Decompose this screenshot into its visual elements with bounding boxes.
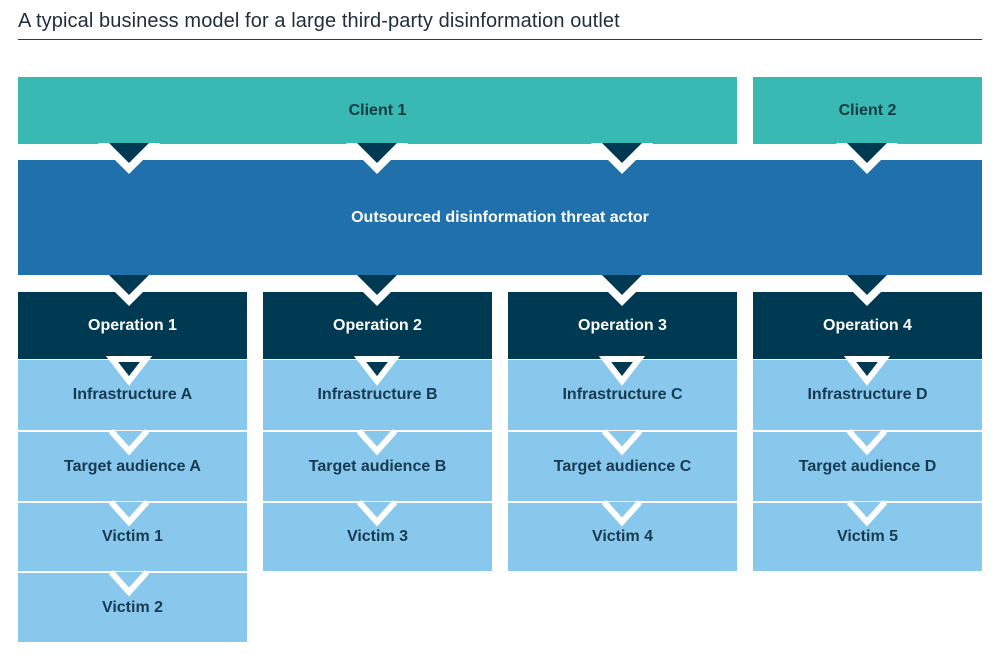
target-audience-c-label: Target audience C bbox=[553, 457, 692, 475]
operation-4-label: Operation 4 bbox=[823, 316, 912, 334]
operation-3-box: Operation 3 bbox=[508, 292, 737, 359]
target-audience-b-label: Target audience B bbox=[308, 457, 447, 475]
infrastructure-a-label: Infrastructure A bbox=[72, 386, 193, 403]
victim-5-label: Victim 5 bbox=[836, 528, 899, 545]
victim-2-box: Victim 2 bbox=[18, 573, 247, 642]
infrastructure-d-box: Infrastructure D bbox=[753, 360, 982, 430]
infrastructure-c-box: Infrastructure C bbox=[508, 360, 737, 430]
client-1-box: Client 1 bbox=[18, 77, 737, 144]
victim-1-box: Victim 1 bbox=[18, 503, 247, 571]
infrastructure-c-label: Infrastructure C bbox=[562, 386, 683, 403]
title-divider bbox=[18, 39, 982, 40]
infrastructure-b-box: Infrastructure B bbox=[263, 360, 492, 430]
target-audience-b-box: Target audience B bbox=[263, 432, 492, 501]
operation-1-label: Operation 1 bbox=[88, 316, 177, 334]
target-audience-c-box: Target audience C bbox=[508, 432, 737, 501]
victim-2-label: Victim 2 bbox=[101, 598, 164, 616]
diagram-title: A typical business model for a large thi… bbox=[18, 10, 620, 32]
target-audience-d-label: Target audience D bbox=[798, 457, 937, 475]
operation-1-box: Operation 1 bbox=[18, 292, 247, 359]
victim-4-label: Victim 4 bbox=[591, 528, 654, 545]
victim-3-box: Victim 3 bbox=[263, 503, 492, 571]
infrastructure-d-label: Infrastructure D bbox=[807, 386, 928, 403]
victim-4-box: Victim 4 bbox=[508, 503, 737, 571]
victim-5-box: Victim 5 bbox=[753, 503, 982, 571]
threat-actor-box: Outsourced disinformation threat actor bbox=[18, 160, 982, 275]
operation-2-box: Operation 2 bbox=[263, 292, 492, 359]
target-audience-a-box: Target audience A bbox=[18, 432, 247, 501]
operation-3-label: Operation 3 bbox=[578, 316, 667, 334]
operation-4-box: Operation 4 bbox=[753, 292, 982, 359]
client-1-label: Client 1 bbox=[348, 101, 407, 119]
target-audience-a-label: Target audience A bbox=[64, 457, 201, 475]
infrastructure-a-box: Infrastructure A bbox=[18, 360, 247, 430]
victim-1-label: Victim 1 bbox=[101, 528, 164, 545]
operation-2-label: Operation 2 bbox=[333, 316, 422, 334]
threat-actor-label: Outsourced disinformation threat actor bbox=[351, 208, 649, 226]
target-audience-d-box: Target audience D bbox=[753, 432, 982, 501]
client-2-label: Client 2 bbox=[838, 101, 897, 119]
client-2-box: Client 2 bbox=[753, 77, 982, 144]
victim-3-label: Victim 3 bbox=[346, 528, 409, 545]
infrastructure-b-label: Infrastructure B bbox=[317, 386, 438, 403]
